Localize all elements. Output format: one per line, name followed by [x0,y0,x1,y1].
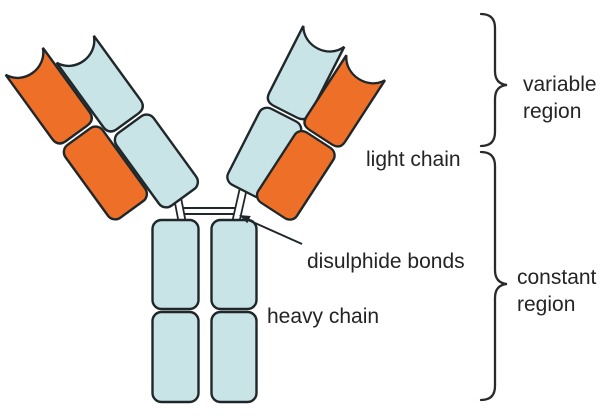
light-chain-right [255,54,387,221]
heavy-chain-left-constant-domain-lower [151,310,200,404]
light-chain-left [4,47,149,221]
variable-region-brace [479,12,508,148]
heavy-chain-label: heavy chain [267,305,380,328]
heavy-chain-left-arm-constant-domain [113,113,200,209]
light-chain-label: light chain [366,148,461,171]
disulphide-bonds-label: disulphide bonds [307,250,465,273]
heavy-chain-right-constant-domain-lower [210,310,258,404]
disulphide-arrowhead-icon [239,215,251,224]
variable-region-label: variable region [523,73,597,123]
light-chain-left-variable-domain [4,47,93,145]
light-chain-right-variable-domain [303,54,387,148]
heavy-chain-left-arm-variable-domain [55,35,144,133]
light-chain-left-constant-domain [62,125,149,221]
disulphide-arrow-line [245,218,303,245]
light-chain-right-constant-domain [255,129,336,221]
heavy-chain-right-constant-domain-upper [210,218,258,311]
constant-region-brace [479,150,508,402]
heavy-chain-left-constant-domain-upper [151,218,200,311]
heavy-chain-left-arm [55,35,200,209]
constant-region-label: constant region [517,266,597,316]
